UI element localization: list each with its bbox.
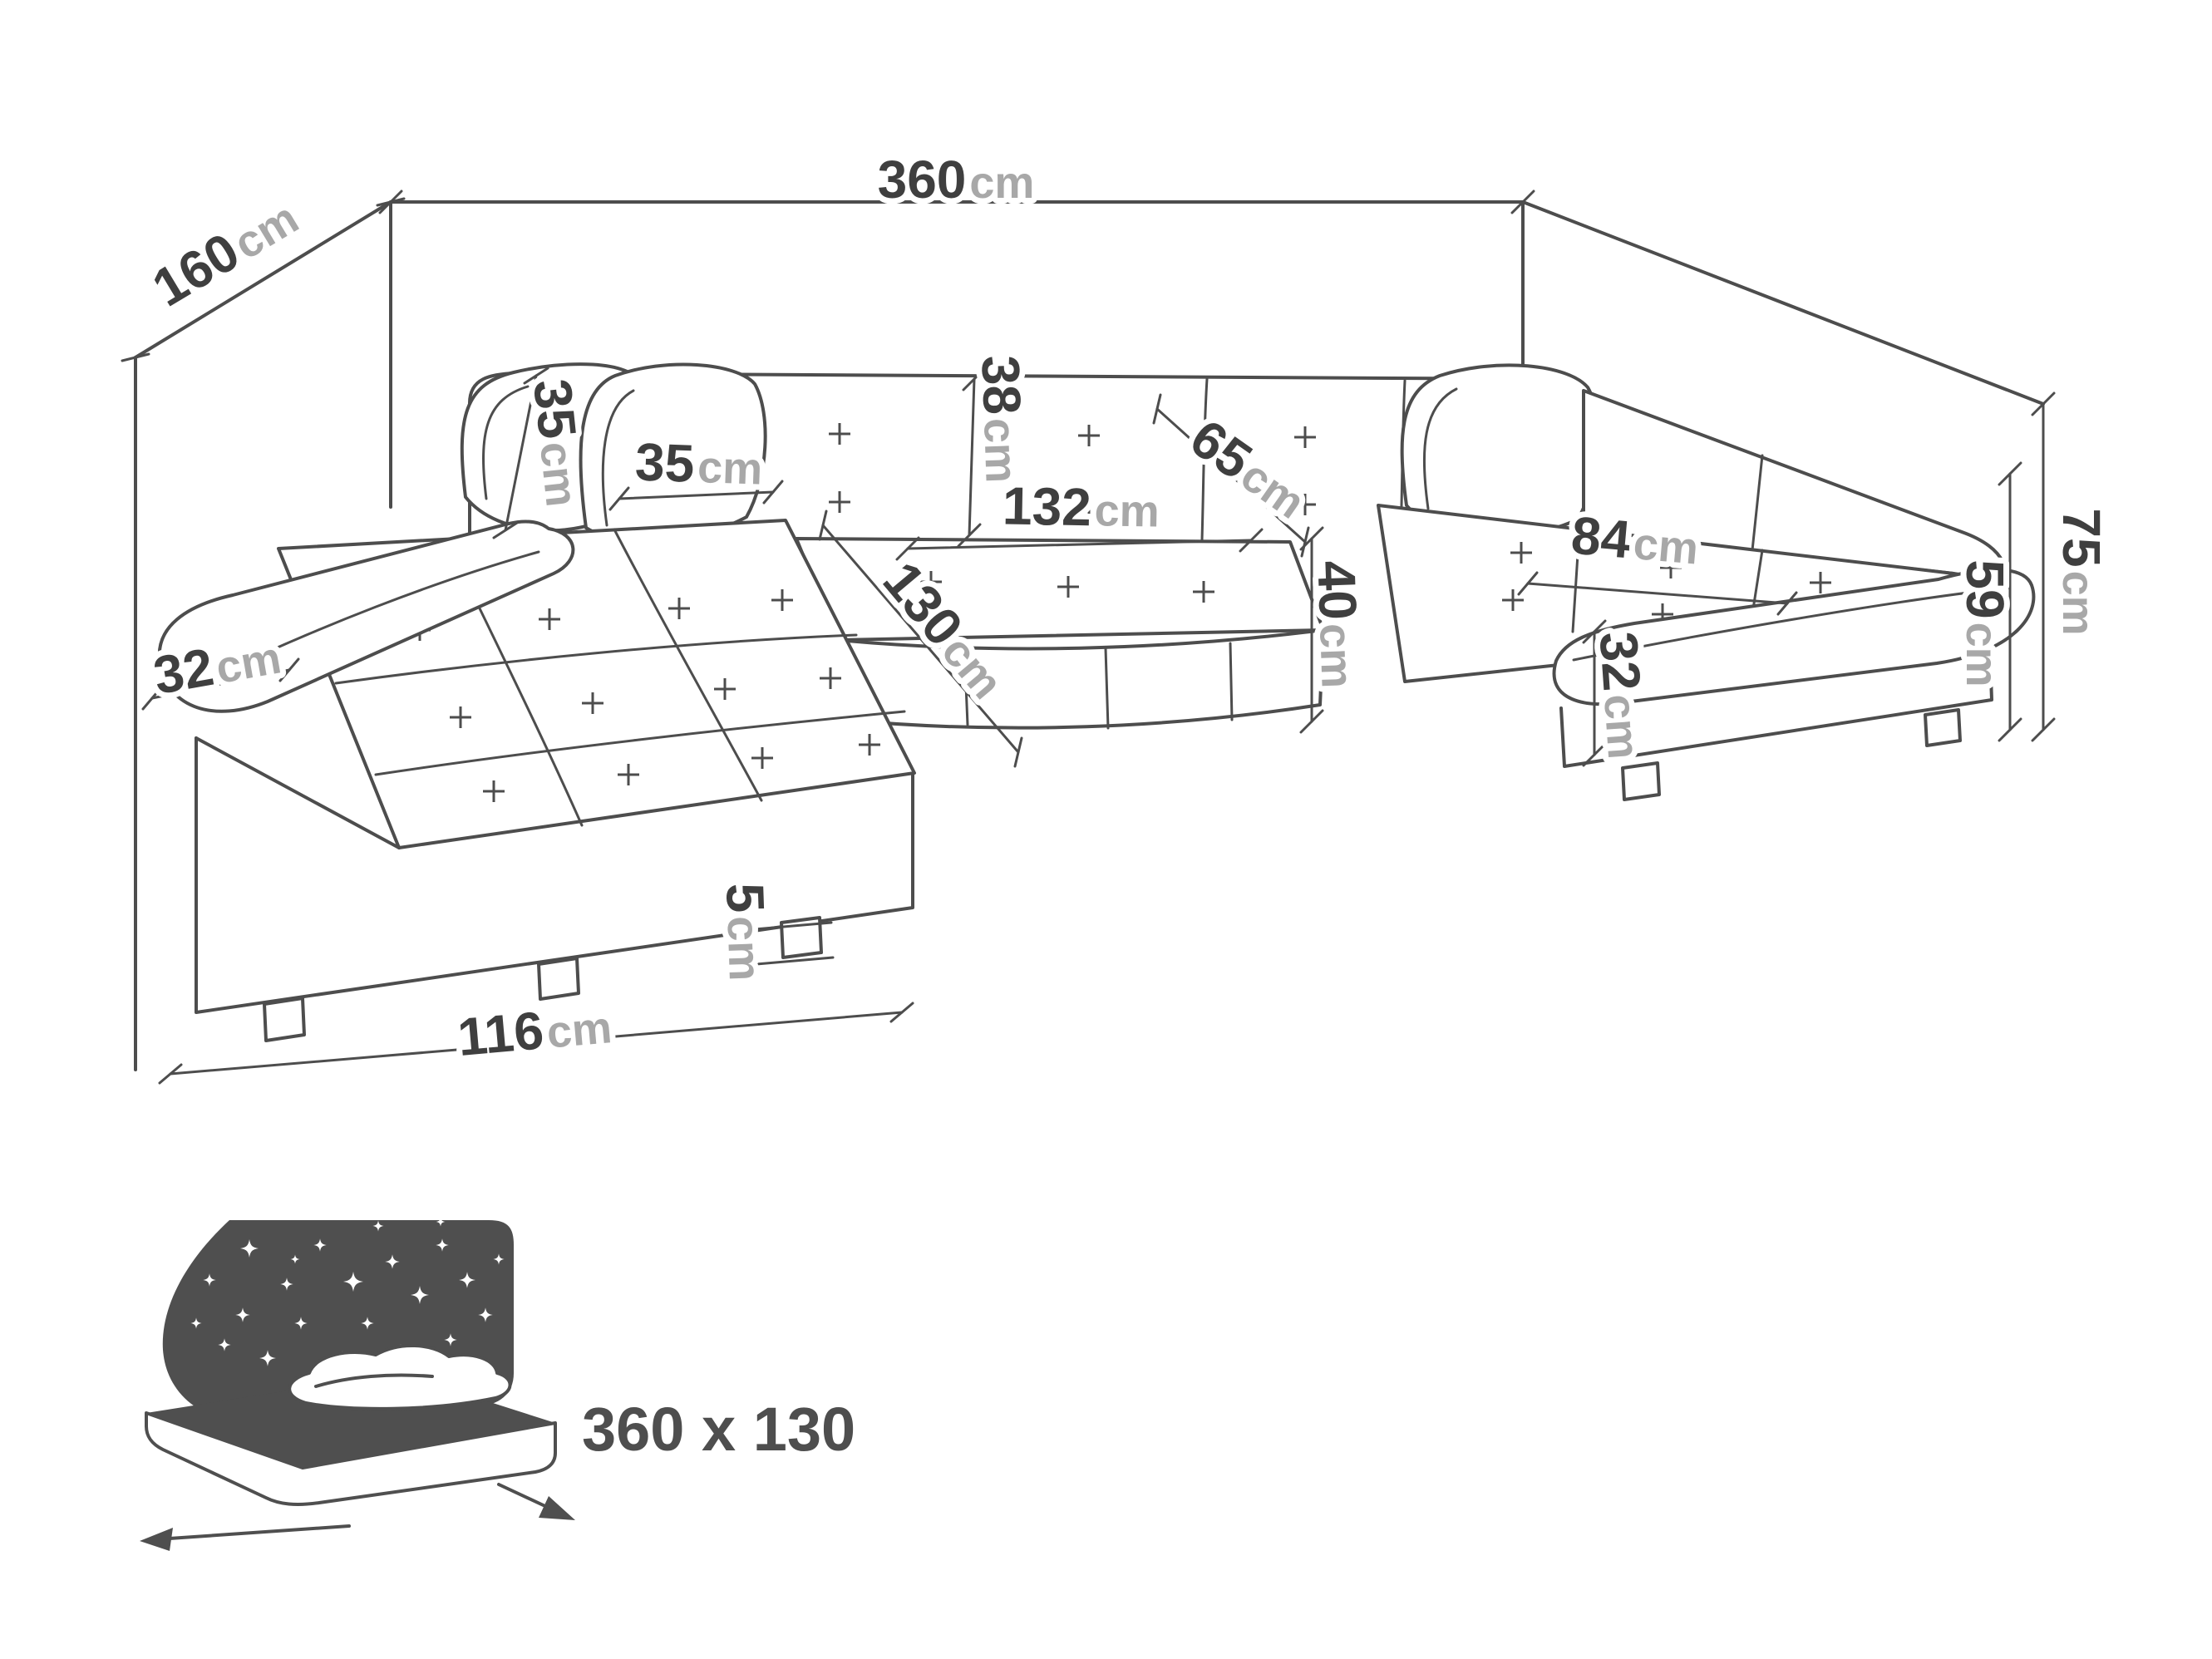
middle-seat-front-band xyxy=(836,628,1325,730)
dim-line-130 xyxy=(821,524,1020,754)
left-skirt xyxy=(195,736,914,1014)
dim-label-center-seat-width: 132cm xyxy=(1002,475,1160,538)
room-outline xyxy=(134,200,2045,1071)
left-leg-front xyxy=(780,916,823,959)
dim-label-total-width: 360cm xyxy=(878,150,1035,209)
dim-line-35-pillow-height xyxy=(504,374,538,532)
dim-label-total-height: 75cm xyxy=(2052,508,2111,635)
right-armrest xyxy=(1552,568,2036,706)
dim-label-right-chaise-width: 84cm xyxy=(1569,505,1701,576)
left-leg-middle xyxy=(537,957,580,1001)
dim-line-84 xyxy=(1526,582,1789,605)
middle-seat xyxy=(795,537,1325,730)
right-skirt xyxy=(1559,652,1993,768)
right-leg-front xyxy=(1621,761,1661,801)
right-pillow-fold xyxy=(1422,387,1458,510)
sleeping-size-label: 360 x 130 xyxy=(582,1395,855,1464)
left-front-pillow-fold xyxy=(601,389,635,527)
dimension-ticks xyxy=(121,190,2056,1085)
dim-label-right-armrest-width: 32cm xyxy=(1589,630,1658,761)
mattress-side xyxy=(145,1411,557,1506)
left-armrest xyxy=(157,519,575,713)
dim-label-seat-height: 40cm xyxy=(1306,559,1370,689)
dim-label-total-depth: 160cm xyxy=(142,186,308,318)
wall-left-angled-edge xyxy=(134,200,392,359)
right-back-band-seam xyxy=(1751,454,1764,552)
middle-band-seams xyxy=(963,642,1234,730)
left-chaise xyxy=(157,519,916,1042)
dim-label-armrest-height: 59cm xyxy=(1955,559,2015,687)
sofa-bed-icon xyxy=(140,1217,575,1551)
dim-line-38 xyxy=(968,377,976,537)
dim-line-65 xyxy=(1155,407,1307,544)
bed-pillow-fold xyxy=(314,1373,434,1388)
dim-line-116 xyxy=(169,1011,904,1076)
dim-line-32-left xyxy=(150,668,291,700)
dim-line-35-pillow-width xyxy=(618,490,775,500)
dim-label-leg-height: 5cm xyxy=(715,882,778,982)
dim-label-pillow-width: 35cm xyxy=(634,431,764,495)
fold-out-arrows xyxy=(140,1483,575,1551)
dim-label-left-section-width: 116cm xyxy=(456,994,614,1067)
dim-line-132 xyxy=(906,539,1253,550)
right-leg-end xyxy=(1924,708,1962,747)
left-leg-outer xyxy=(263,997,306,1042)
dim-label-backrest-cushion-height: 38cm xyxy=(970,354,1034,484)
left-side-top-edge xyxy=(195,736,401,849)
wall-right-angled-edge xyxy=(1521,200,2045,406)
left-armrest-roll-line xyxy=(219,550,540,675)
right-chaise xyxy=(1377,389,2036,801)
dimension-lines xyxy=(150,374,2045,1076)
right-armrest-roll-line xyxy=(1572,586,2012,662)
left-back-pillow-fold xyxy=(482,385,530,500)
